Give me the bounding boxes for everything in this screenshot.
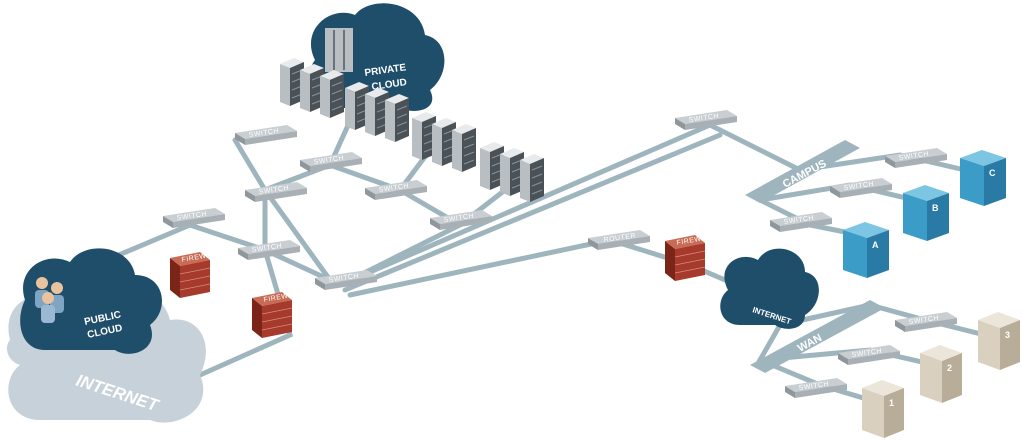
building-label: 3 bbox=[1005, 330, 1010, 340]
switch: SWITCH bbox=[830, 178, 892, 198]
server-rack bbox=[384, 93, 410, 143]
building-label: A bbox=[872, 240, 879, 250]
switch-label: SWITCH bbox=[908, 315, 939, 326]
server-icon bbox=[325, 28, 353, 72]
switch-label: SWITCH bbox=[851, 348, 882, 359]
server-rack bbox=[319, 69, 345, 119]
switch: SWITCH bbox=[430, 210, 492, 230]
building-1: 1 bbox=[862, 380, 904, 438]
public-cloud: PUBLIC CLOUD bbox=[20, 248, 163, 354]
building-label: 2 bbox=[947, 363, 952, 373]
server-rack bbox=[519, 153, 545, 203]
switch-label: SWITCH bbox=[843, 181, 874, 192]
switch-label: SWITCH bbox=[258, 185, 289, 196]
router-label: ROUTER bbox=[603, 233, 636, 244]
switch-label: SWITCH bbox=[328, 273, 359, 284]
switch-label: SWITCH bbox=[898, 151, 929, 162]
building-c: C bbox=[960, 150, 1006, 206]
internet-small-cloud: INTERNET bbox=[720, 248, 819, 329]
switch-label: SWITCH bbox=[176, 211, 207, 222]
switch: SWITCH bbox=[675, 110, 737, 130]
switch: SWITCH bbox=[885, 148, 947, 168]
switch: SWITCH bbox=[785, 378, 847, 398]
switch: SWITCH bbox=[163, 208, 225, 228]
building-b: B bbox=[903, 185, 949, 241]
switch-label: SWITCH bbox=[688, 113, 719, 124]
building-label: 1 bbox=[889, 398, 894, 408]
switch: SWITCH bbox=[235, 125, 297, 145]
building-label: C bbox=[989, 168, 996, 178]
switch: SWITCH bbox=[315, 270, 377, 290]
switch-label: SWITCH bbox=[248, 128, 279, 139]
switch: SWITCH bbox=[838, 345, 900, 365]
firewall: FIREWALL bbox=[169, 250, 221, 299]
building-a: A bbox=[843, 222, 889, 278]
router: ROUTER bbox=[588, 230, 650, 250]
switch: SWITCH bbox=[365, 180, 427, 200]
switch: SWITCH bbox=[300, 152, 362, 172]
server-rack bbox=[451, 123, 477, 173]
switch-label: SWITCH bbox=[251, 243, 282, 254]
switch-label: SWITCH bbox=[378, 183, 409, 194]
building-label: B bbox=[932, 203, 939, 213]
switch-label: SWITCH bbox=[313, 155, 344, 166]
switch: SWITCH bbox=[770, 212, 832, 232]
building-3: 3 bbox=[978, 312, 1020, 370]
switch-label: SWITCH bbox=[443, 213, 474, 224]
building-2: 2 bbox=[920, 345, 962, 403]
switch-label: SWITCH bbox=[783, 215, 814, 226]
switch: SWITCH bbox=[238, 240, 300, 260]
switch: SWITCH bbox=[245, 182, 307, 202]
firewall: FIREWALL bbox=[251, 290, 303, 339]
users-icon bbox=[35, 277, 64, 323]
switch: SWITCH bbox=[895, 312, 957, 332]
switch-label: SWITCH bbox=[798, 381, 829, 392]
